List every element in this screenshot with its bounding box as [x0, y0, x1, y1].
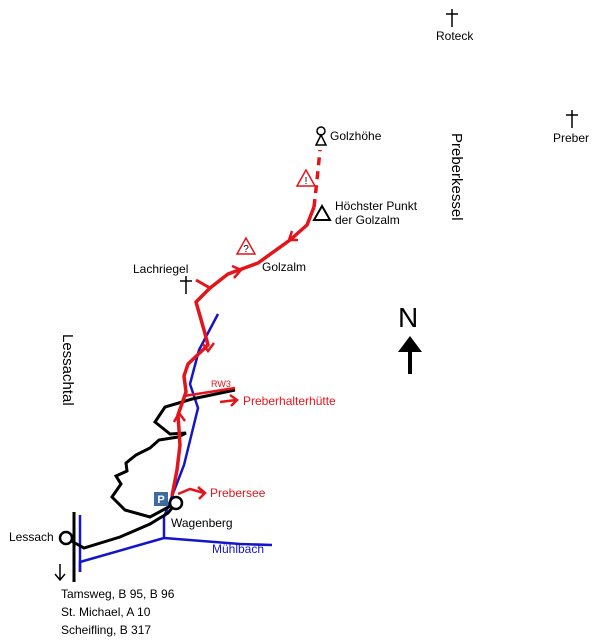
roteck-label: Roteck — [436, 29, 474, 43]
preberkessel-label: Preberkessel — [448, 133, 465, 221]
wagenberg-marker-icon — [168, 495, 184, 511]
destination-item: Scheifling, B 317 — [61, 623, 152, 637]
cross-icon — [180, 276, 192, 294]
lessach-marker-icon — [58, 530, 74, 546]
route-arrow-icon — [231, 264, 244, 279]
route-arrow-icon — [201, 342, 215, 354]
destinations-list: Tamsweg, B 95, B 96 St. Michael, A 10 Sc… — [61, 585, 174, 639]
wagenberg-label: Wagenberg — [171, 516, 233, 530]
highest-point-label-2: der Golzalm — [335, 213, 400, 227]
summit-peak-icon — [314, 133, 328, 146]
highest-point-label-1: Höchster Punkt — [335, 199, 418, 213]
rw3-label: RW3 — [211, 379, 231, 389]
hiking-route — [170, 206, 316, 497]
preberhalterhuette-label: Preberhalterhütte — [243, 394, 336, 408]
lessachtal-label: Lessachtal — [59, 334, 76, 406]
warning-sign-exclamation-icon: ! — [295, 168, 317, 187]
hiking-route-dashed — [312, 149, 322, 208]
route-arrow-icon — [287, 230, 298, 242]
prebersee-label: Prebersee — [210, 486, 266, 500]
road-lessach-wagenberg — [65, 502, 178, 550]
lachriegel-label: Lachriegel — [133, 262, 189, 276]
muehlbach-label: Mühlbach — [212, 542, 265, 556]
muehlbach-lower — [163, 536, 273, 547]
destination-item: St. Michael, A 10 — [61, 605, 151, 619]
preberhalterhuette-arrow-icon — [219, 393, 239, 407]
lessach-label: Lessach — [9, 530, 54, 544]
warning-symbol: ? — [243, 244, 249, 255]
route-rw3 — [183, 386, 236, 398]
highest-point-triangle-icon — [312, 203, 332, 221]
warning-sign-question-icon: ? — [235, 236, 257, 255]
warning-symbol: ! — [305, 176, 308, 187]
down-arrow-icon — [54, 564, 66, 582]
cross-icon — [446, 9, 458, 27]
golzhoehe-label: Golzhöhe — [330, 129, 382, 143]
road-serpentine — [110, 388, 236, 519]
parking-label: P — [157, 494, 164, 506]
muehlbach-stream — [78, 313, 220, 572]
north-label: N — [398, 302, 419, 333]
route-arrow-icon — [172, 410, 186, 423]
route-to-lachriegel — [195, 278, 211, 290]
destination-item: Tamsweg, B 95, B 96 — [61, 587, 175, 601]
cross-icon — [566, 110, 578, 128]
north-arrowhead-icon — [398, 336, 422, 352]
parking-sign-icon — [154, 492, 168, 506]
preber-label: Preber — [553, 131, 590, 145]
golzalm-label: Golzalm — [262, 260, 307, 274]
prebersee-arrow-icon — [177, 486, 207, 500]
